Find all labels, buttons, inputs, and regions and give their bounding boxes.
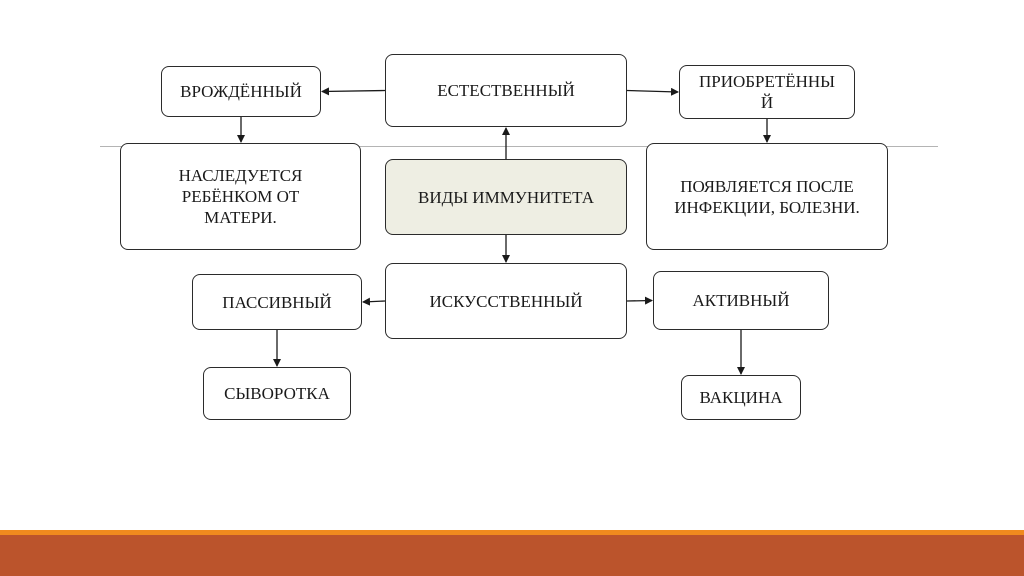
innate-immunity-box: ВРОЖДЁННЫЙ (161, 66, 321, 117)
arrow-artificial-to-active (626, 296, 653, 305)
footer-band (0, 535, 1024, 576)
natural-immunity-box: ЕСТЕСТВЕННЫЙ (385, 54, 627, 127)
divider-line (100, 146, 938, 147)
appears-after-infection-box: ПОЯВЛЯЕТСЯ ПОСЛЕ ИНФЕКЦИИ, БОЛЕЗНИ. (646, 143, 888, 250)
passive-immunity-box: ПАССИВНЫЙ (192, 274, 362, 330)
serum-box: СЫВОРОТКА (203, 367, 351, 420)
vaccine-box: ВАКЦИНА (681, 375, 801, 420)
arrow-artificial-to-passive (362, 297, 386, 306)
footer-accent-stripe (0, 530, 1024, 535)
inherited-from-mother-box: НАСЛЕДУЕТСЯ РЕБЁНКОМ ОТ МАТЕРИ. (120, 143, 361, 250)
immunity-types-box: ВИДЫ ИММУНИТЕТА (385, 159, 627, 235)
arrow-natural-to-innate (321, 87, 386, 96)
artificial-immunity-box: ИСКУССТВЕННЫЙ (385, 263, 627, 339)
active-immunity-box: АКТИВНЫЙ (653, 271, 829, 330)
arrow-natural-to-acquired (626, 87, 679, 96)
acquired-immunity-box: ПРИОБРЕТЁННЫ Й (679, 65, 855, 119)
